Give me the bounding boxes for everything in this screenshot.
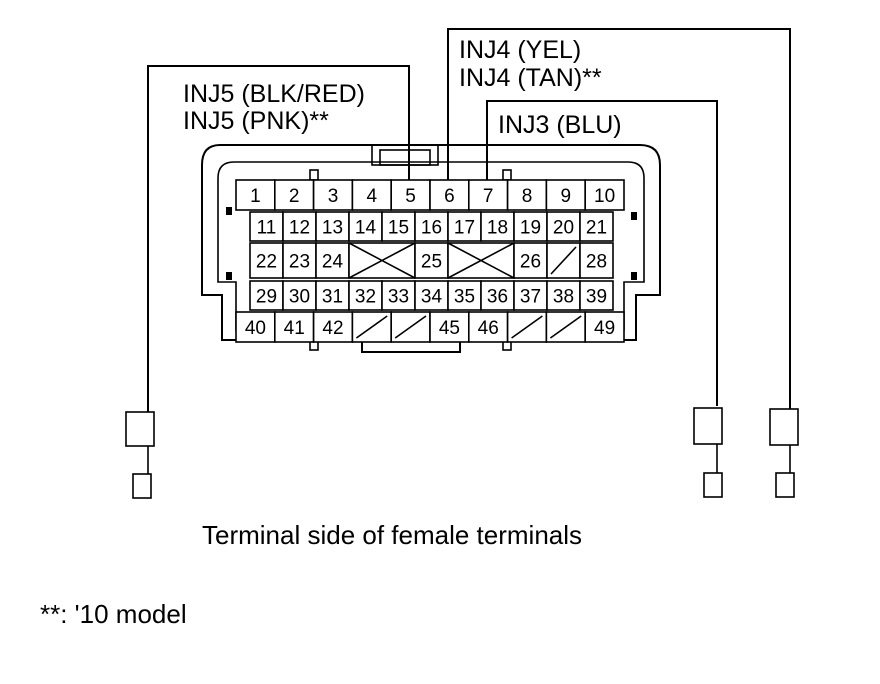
terminal-number: 37	[520, 287, 541, 308]
terminal-23	[282, 242, 317, 279]
terminal-16	[414, 211, 449, 242]
wire-inj5	[147, 65, 410, 412]
terminal-number: 46	[478, 318, 499, 339]
terminal-number: 3	[328, 186, 339, 207]
terminal-number: 9	[561, 186, 572, 207]
blank-cavity-slash	[549, 315, 582, 339]
terminal-46	[467, 311, 509, 343]
label-inj5-line1: INJ5 (BLK/RED)	[183, 80, 365, 108]
terminal-number: 41	[284, 318, 305, 339]
caption: Terminal side of female terminals	[202, 520, 582, 550]
label-inj4-line2: INJ4 (TAN)**	[459, 64, 602, 92]
terminal-19	[513, 211, 548, 242]
terminal-number: 33	[388, 287, 409, 308]
terminal-number: 20	[553, 218, 574, 239]
terminal-number: 8	[522, 186, 533, 207]
terminal-13	[315, 211, 350, 242]
terminal-number: 1	[250, 186, 261, 207]
probe-inj3-tip	[703, 472, 723, 498]
probe-inj4-body	[769, 408, 799, 446]
terminal-9	[545, 179, 587, 211]
terminal-30	[282, 280, 317, 311]
terminal-number: 16	[421, 218, 442, 239]
terminal-25	[414, 242, 449, 279]
terminal-number: 34	[421, 287, 443, 308]
terminal-number: 23	[289, 252, 310, 273]
terminal-number: 18	[487, 218, 508, 239]
terminal-number: 19	[520, 218, 541, 239]
blank-cavity-cross	[348, 242, 416, 279]
terminal-49	[584, 311, 625, 343]
terminal-number: 22	[256, 252, 277, 273]
terminal-number: 12	[289, 218, 310, 239]
terminal-8	[506, 179, 548, 211]
terminal-12	[282, 211, 317, 242]
terminal-21	[579, 211, 614, 242]
blank-cavity-slash	[511, 315, 543, 339]
probe-inj5-tip	[132, 473, 152, 499]
terminal-number: 28	[586, 252, 607, 273]
probe-inj4-tip	[775, 472, 795, 498]
label-inj4-line1: INJ4 (YEL)	[459, 36, 581, 64]
wire-inj4	[447, 28, 791, 409]
terminal-number: 15	[388, 218, 409, 239]
terminal-number: 49	[594, 318, 615, 339]
wire-leads	[147, 28, 791, 412]
terminal-number: 13	[322, 218, 343, 239]
terminal-39	[579, 280, 614, 311]
blank-cavity-slash	[394, 315, 427, 339]
terminal-number: 7	[483, 186, 494, 207]
terminal-4	[351, 179, 392, 211]
terminal-number: 45	[439, 318, 460, 339]
terminal-24	[315, 242, 350, 279]
blank-cavity-slash	[355, 315, 388, 339]
terminal-number: 36	[487, 287, 508, 308]
terminal-number: 6	[444, 186, 455, 207]
terminal-number: 24	[322, 252, 344, 273]
wire-inj3	[486, 100, 718, 406]
terminal-number: 2	[289, 186, 300, 207]
terminal-number: 5	[405, 186, 416, 207]
blank-cavity-slash	[550, 246, 577, 275]
terminal-17	[447, 211, 482, 242]
terminal-number: 14	[355, 218, 377, 239]
blank-cavity-cross	[447, 242, 515, 279]
terminal-28	[579, 242, 614, 279]
terminal-15	[381, 211, 416, 242]
terminal-10	[584, 179, 625, 211]
footnote: **: '10 model	[40, 599, 187, 629]
terminal-number: 29	[256, 287, 277, 308]
terminal-number: 11	[257, 218, 277, 239]
terminal-41	[273, 311, 315, 343]
terminal-number: 32	[355, 287, 376, 308]
terminal-number: 26	[520, 252, 541, 273]
terminal-number: 31	[322, 287, 343, 308]
label-inj5-line2: INJ5 (PNK)**	[183, 107, 329, 135]
terminal-number: 21	[586, 218, 607, 239]
terminal-1	[235, 179, 276, 211]
probe-inj3-body	[693, 407, 723, 445]
terminal-number: 40	[245, 318, 266, 339]
terminal-number: 38	[553, 287, 574, 308]
terminal-number: 30	[289, 287, 310, 308]
terminal-32	[348, 280, 383, 311]
terminal-38	[546, 280, 581, 311]
terminal-5	[390, 179, 431, 211]
probes	[125, 407, 799, 499]
terminal-3	[312, 179, 354, 211]
terminal-number: 25	[421, 252, 442, 273]
label-inj3: INJ3 (BLU)	[498, 111, 622, 139]
terminal-number: 17	[454, 218, 475, 239]
terminal-number: 10	[594, 186, 615, 207]
terminal-number: 35	[454, 287, 475, 308]
probe-inj5-body	[125, 411, 155, 447]
terminal-number: 4	[367, 186, 378, 207]
terminal-29	[249, 280, 284, 311]
terminal-number: 42	[322, 318, 343, 339]
terminal-number: 39	[586, 287, 607, 308]
terminal-6	[429, 179, 470, 211]
